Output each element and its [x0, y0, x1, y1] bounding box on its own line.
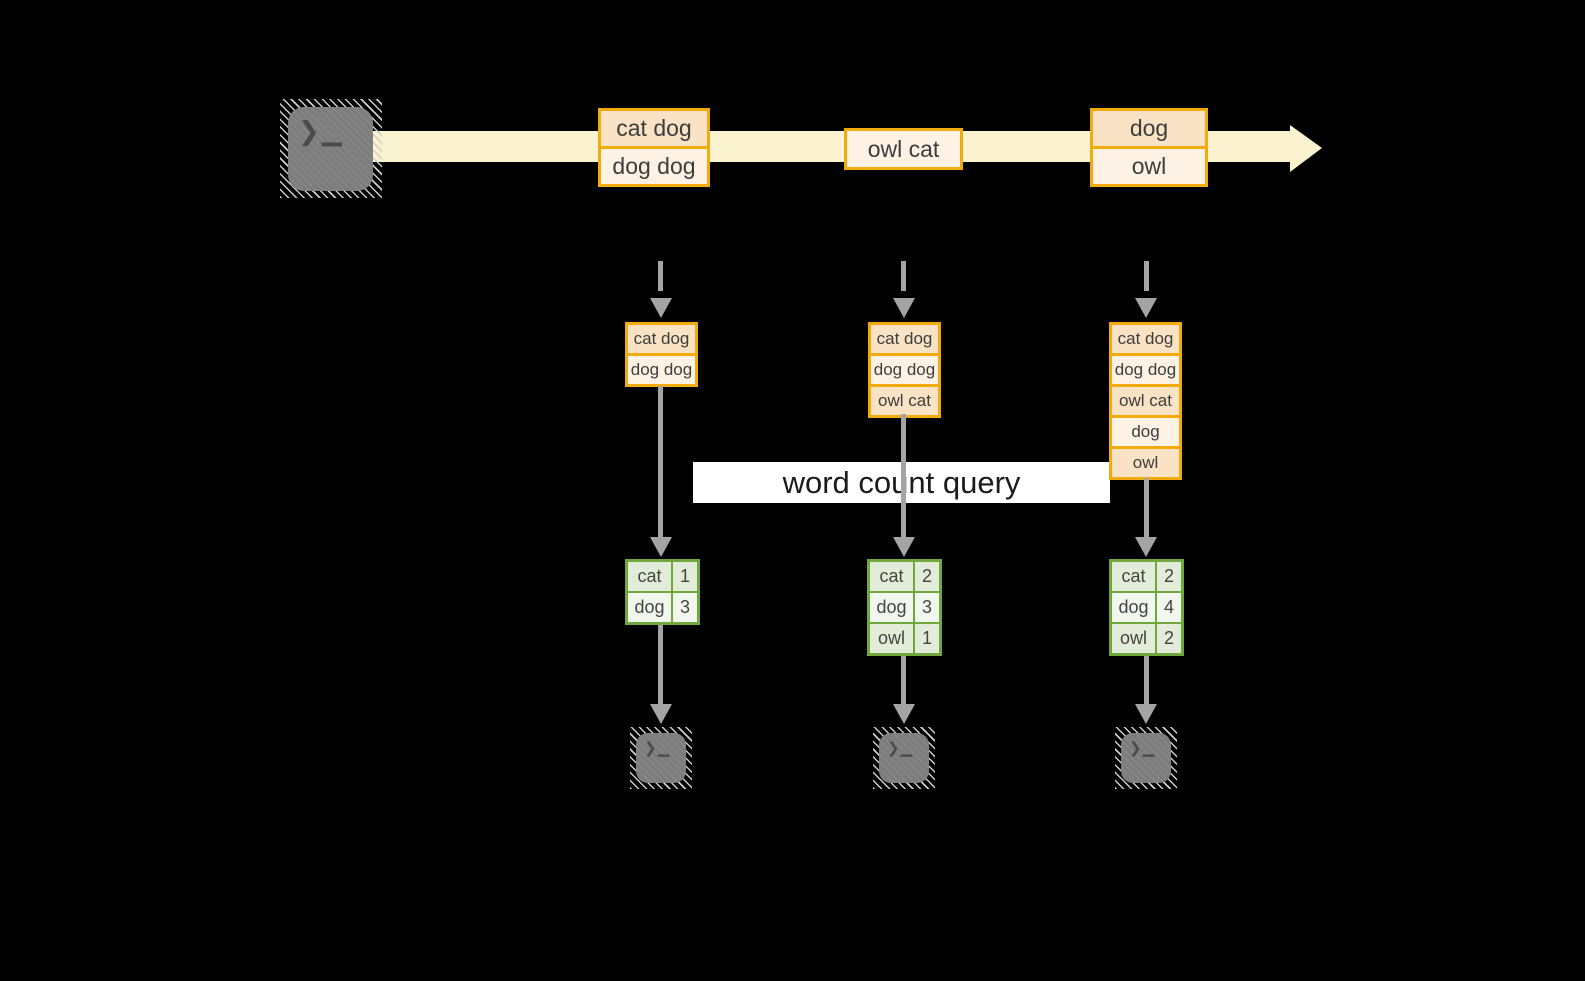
output-terminal-3-icon: ❯▁	[1115, 727, 1177, 789]
stream-event-line: dog dog	[601, 146, 707, 184]
word-count-table-3: cat 2 dog 4 owl 2	[1109, 559, 1184, 656]
table-count: 2	[1157, 562, 1181, 591]
table-word: cat	[1112, 562, 1155, 591]
ingest-arrowhead-1-icon	[650, 298, 672, 318]
ingest-dashed-arrow-3	[1144, 261, 1149, 291]
stream-event-line: owl	[1093, 146, 1205, 184]
terminal-screen: ❯▁	[636, 733, 686, 783]
stream-arrowhead-icon	[1290, 125, 1322, 172]
output-terminal-2-icon: ❯▁	[873, 727, 935, 789]
word-count-table-2: cat 2 dog 3 owl 1	[867, 559, 942, 656]
terminal-prompt-icon: ❯▁	[298, 117, 344, 147]
table-count: 2	[915, 562, 939, 591]
input-window-stack-2: cat dog dog dog owl cat	[868, 322, 941, 418]
output-arrow-1	[658, 625, 663, 705]
stream-event-2: owl cat	[844, 128, 963, 170]
stack-cell: owl cat	[1112, 384, 1179, 415]
query-arrow-2	[901, 414, 906, 538]
query-arrowhead-2-icon	[893, 537, 915, 557]
table-count: 1	[673, 562, 697, 591]
terminal-prompt-icon: ❯▁	[887, 739, 914, 757]
table-word: dog	[628, 593, 671, 622]
stack-cell: dog dog	[1112, 353, 1179, 384]
source-terminal-icon: ❯▁	[280, 99, 382, 198]
table-count: 3	[673, 593, 697, 622]
stream-event-3: dog owl	[1090, 108, 1208, 187]
query-arrowhead-1-icon	[650, 537, 672, 557]
word-count-table-1: cat 1 dog 3	[625, 559, 700, 625]
ingest-dashed-arrow-2	[901, 261, 906, 291]
stack-cell: cat dog	[628, 325, 695, 353]
output-arrow-3	[1144, 656, 1149, 705]
table-word: dog	[1112, 593, 1155, 622]
stream-event-line: dog	[1093, 111, 1205, 146]
table-word: cat	[870, 562, 913, 591]
table-word: cat	[628, 562, 671, 591]
terminal-screen: ❯▁	[1121, 733, 1171, 783]
input-window-stack-1: cat dog dog dog	[625, 322, 698, 387]
output-arrowhead-2-icon	[893, 704, 915, 724]
table-word: owl	[870, 624, 913, 653]
output-arrow-2	[901, 656, 906, 705]
ingest-dashed-arrow-1	[658, 261, 663, 291]
table-word: dog	[870, 593, 913, 622]
terminal-prompt-icon: ❯▁	[1129, 739, 1156, 757]
output-terminal-1-icon: ❯▁	[630, 727, 692, 789]
terminal-screen: ❯▁	[288, 107, 373, 191]
query-arrowhead-3-icon	[1135, 537, 1157, 557]
output-arrowhead-1-icon	[650, 704, 672, 724]
stack-cell: cat dog	[871, 325, 938, 353]
query-arrow-1	[658, 386, 663, 538]
stack-cell: owl cat	[871, 384, 938, 415]
ingest-arrowhead-2-icon	[893, 298, 915, 318]
table-count: 2	[1157, 624, 1181, 653]
stack-cell: cat dog	[1112, 325, 1179, 353]
output-arrowhead-3-icon	[1135, 704, 1157, 724]
table-count: 1	[915, 624, 939, 653]
stack-cell: dog dog	[628, 353, 695, 384]
input-window-stack-3: cat dog dog dog owl cat dog owl	[1109, 322, 1182, 480]
terminal-prompt-icon: ❯▁	[644, 739, 671, 757]
table-word: owl	[1112, 624, 1155, 653]
terminal-screen: ❯▁	[879, 733, 929, 783]
stack-cell: owl	[1112, 446, 1179, 477]
ingest-arrowhead-3-icon	[1135, 298, 1157, 318]
stream-event-line: cat dog	[601, 111, 707, 146]
stream-event-line: owl cat	[847, 131, 960, 167]
query-arrow-3	[1144, 478, 1149, 538]
stack-cell: dog	[1112, 415, 1179, 446]
table-count: 4	[1157, 593, 1181, 622]
stack-cell: dog dog	[871, 353, 938, 384]
stream-event-1: cat dog dog dog	[598, 108, 710, 187]
table-count: 3	[915, 593, 939, 622]
